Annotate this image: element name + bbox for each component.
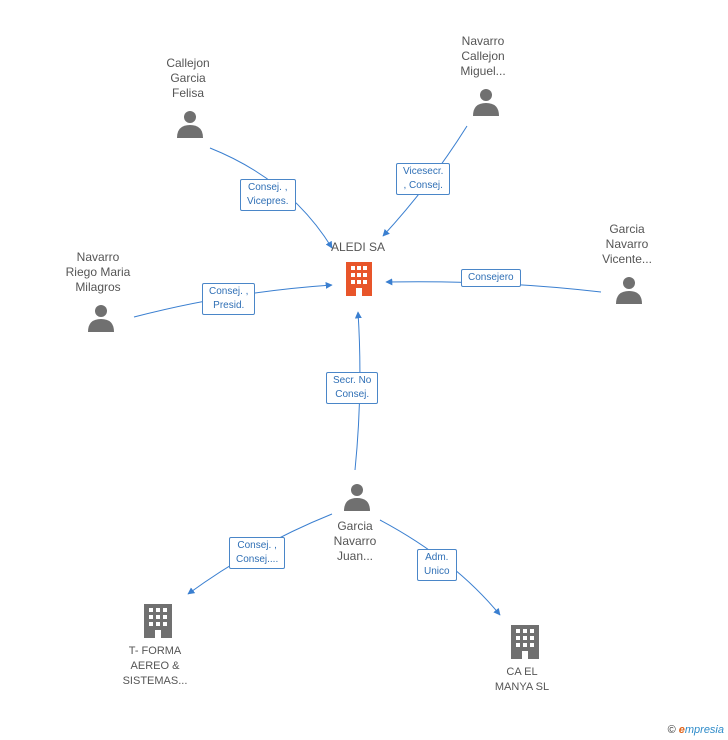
node-label-navarro-callejon[interactable]: Navarro Callejon Miguel...: [418, 34, 548, 79]
edge-label-line: , Consej.: [403, 180, 443, 191]
edge-label-line: Presid.: [213, 300, 245, 311]
node-label-garcia-navarro-juan[interactable]: Garcia Navarro Juan...: [290, 519, 420, 564]
node-label-caelmanya[interactable]: CA EL MANYA SL: [457, 665, 587, 695]
node-label-line: Navarro: [605, 237, 649, 251]
edge-label-line: Adm.: [425, 552, 449, 563]
edge-label-line: Consej.: [335, 389, 370, 400]
copyright-symbol: ©: [667, 724, 676, 736]
node-label-line: CA EL: [506, 666, 538, 678]
edge-label-line: Vicepres.: [247, 196, 289, 207]
edge-label-line: Consej. ,: [248, 182, 288, 193]
person-icon[interactable]: [616, 277, 642, 304]
node-label-line: MANYA SL: [494, 681, 550, 693]
person-icon[interactable]: [473, 89, 499, 116]
node-label-line: T- FORMA: [128, 645, 182, 657]
edge-label-vicesecr-consej: Vicesecr. , Consej.: [396, 163, 451, 195]
node-label-line: Callejon: [461, 49, 505, 63]
edge-label-line: Unico: [424, 566, 450, 577]
node-label-line: AEREO &: [130, 660, 180, 672]
node-label-line: Garcia: [337, 519, 373, 533]
edge-label-line: Secr. No: [333, 375, 372, 386]
edge-label-line: Consej....: [236, 554, 279, 565]
building-icon-center[interactable]: [346, 262, 372, 296]
edge-label-line: Vicesecr.: [403, 166, 444, 177]
edge-label-line: Consej. ,: [209, 286, 249, 297]
node-label-line: Felisa: [171, 86, 204, 100]
person-icon[interactable]: [177, 111, 203, 138]
node-label-line: SISTEMAS...: [122, 675, 188, 687]
node-label-line: Vicente...: [602, 252, 652, 266]
brand-initial: e: [678, 724, 685, 736]
edge-label-line: Consej. ,: [237, 540, 277, 551]
node-label-line: Juan...: [336, 549, 374, 563]
node-label-navarro-riego[interactable]: Navarro Riego Maria Milagros: [33, 250, 163, 295]
node-label-tforma[interactable]: T- FORMA AEREO & SISTEMAS...: [90, 644, 220, 689]
edge-label-line: Consejero: [468, 272, 514, 283]
edge-label-consej-consej: Consej. , Consej....: [229, 537, 286, 569]
building-icon[interactable]: [511, 625, 539, 659]
person-icon[interactable]: [344, 484, 370, 511]
node-label-line: Milagros: [75, 280, 121, 294]
node-label-line: Navarro: [333, 534, 377, 548]
node-label-line: Callejon: [166, 56, 210, 70]
node-label-line: Garcia: [609, 222, 645, 236]
empresia-watermark: © empresia: [668, 724, 724, 736]
edge-label-secr-no-consej: Secr. No Consej.: [326, 372, 379, 404]
node-label-line: Miguel...: [460, 64, 506, 78]
edge-label-adm-unico: Adm. Unico: [417, 549, 457, 581]
node-label-callejon-garcia[interactable]: Callejon Garcia Felisa: [123, 56, 253, 101]
center-company-label[interactable]: ALEDI SA: [330, 240, 386, 254]
node-label-line: Navarro: [76, 250, 120, 264]
brand-name: mpresia: [684, 724, 724, 736]
edge-label-consej-vicepres: Consej. , Vicepres.: [240, 179, 296, 211]
edge-label-consejero: Consejero: [461, 269, 521, 287]
node-label-garcia-navarro-vicente[interactable]: Garcia Navarro Vicente...: [562, 222, 692, 267]
node-label-line: Riego Maria: [65, 265, 131, 279]
person-icon[interactable]: [88, 305, 114, 332]
edge-label-consej-presid: Consej. , Presid.: [202, 283, 256, 315]
node-label-line: Garcia: [170, 71, 206, 85]
building-icon[interactable]: [144, 604, 172, 638]
node-label-line: Navarro: [461, 34, 505, 48]
